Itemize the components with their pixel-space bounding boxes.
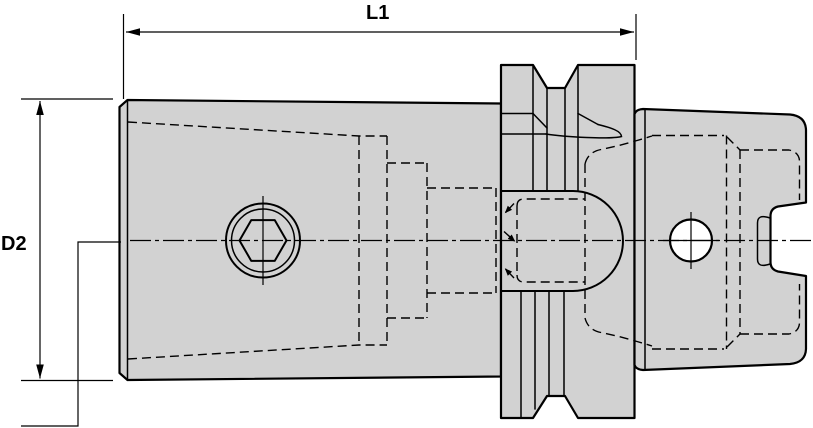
l1-label: L1 <box>366 2 389 24</box>
collar-bore-bottom <box>516 274 585 283</box>
groove-chamfer-1 <box>532 112 548 129</box>
d2-arrow-bottom <box>36 364 44 379</box>
shank-thread-bottom <box>740 284 801 335</box>
shank-hidden-bore <box>652 134 801 350</box>
l1-arrow-left <box>126 28 140 36</box>
shank-thread-top <box>740 149 801 200</box>
collar-funnel-bottom <box>584 317 653 347</box>
clamping-dome <box>501 190 624 292</box>
flow-arrow-middle <box>503 230 516 242</box>
bore-taper-bottom <box>127 344 387 360</box>
d2-label: D2 <box>1 233 27 255</box>
shank-bore-diag-bottom <box>726 333 741 348</box>
dimension-d2: D2 <box>1 98 121 427</box>
flow-arrow-top <box>504 203 515 214</box>
shank-bore-diag-top <box>726 136 741 151</box>
l1-arrow-right <box>620 28 634 36</box>
groove-sweep-curve <box>545 123 623 139</box>
collar-funnel-top <box>584 135 653 165</box>
collar-bore-top <box>516 198 585 207</box>
hsk-shank-outline <box>633 107 808 372</box>
flange-collar-details <box>501 64 646 418</box>
dimension-l1: L1 <box>122 2 637 99</box>
d2-reference-step-line <box>21 241 121 427</box>
groove-chamfer-2 <box>577 112 599 126</box>
flow-arrow-bottom <box>504 268 515 279</box>
d2-arrow-top <box>36 101 44 115</box>
coolant-flow-arrows <box>503 203 516 279</box>
